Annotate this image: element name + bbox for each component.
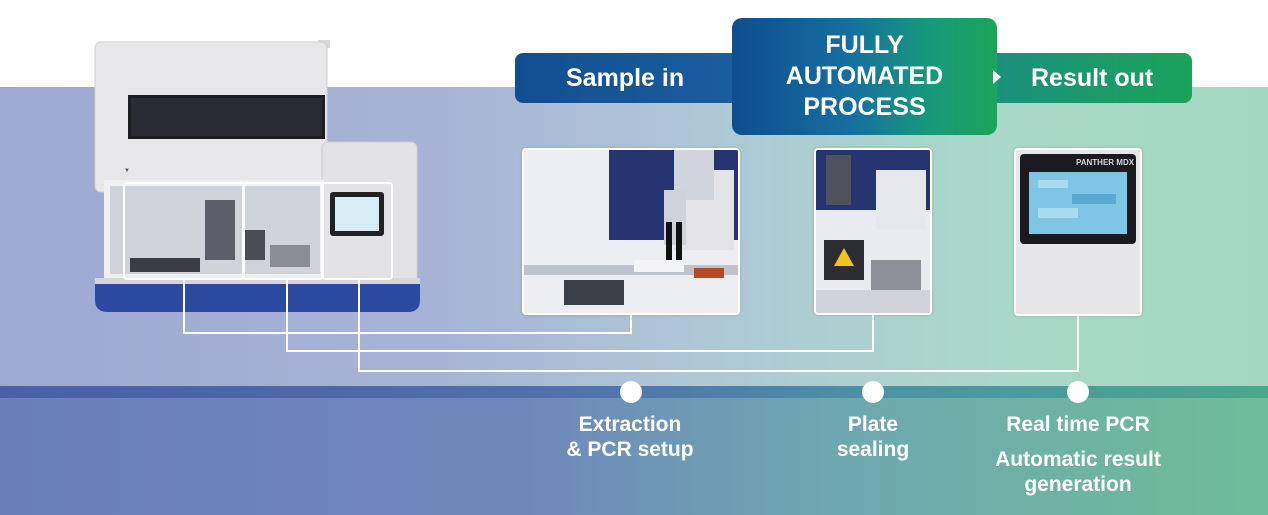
result-out-label: Result out — [1031, 64, 1154, 92]
stage-label-line: & PCR setup — [566, 438, 694, 461]
extraction-photo — [522, 148, 740, 315]
screen-brand: PANTHER MDX — [1076, 158, 1135, 167]
svg-text:▼: ▼ — [124, 168, 130, 174]
extraction-photo-image — [524, 150, 738, 313]
stage-label-line: generation — [1024, 473, 1132, 496]
stage-label-result: Automatic result generation — [968, 447, 1188, 497]
background-band-lower — [0, 398, 1268, 515]
timeline-dot-pcr — [1067, 381, 1089, 403]
stage-label-pcr: Real time PCR — [968, 412, 1188, 437]
pcr-screen-photo: PANTHER MDX — [1014, 148, 1142, 316]
stage-label-line: Real time PCR — [1006, 413, 1150, 436]
pcr-screen-image — [1016, 150, 1140, 314]
stage-label-line: Plate — [847, 413, 899, 436]
chevron-right-icon — [993, 70, 1001, 84]
stage-label-sealing: Plate sealing — [798, 412, 948, 462]
sealing-photo-image — [816, 150, 930, 313]
stage-label-line: Automatic result — [995, 448, 1161, 471]
sample-in-label: Sample in — [566, 64, 685, 92]
sealing-photo — [814, 148, 932, 315]
center-line-2: AUTOMATED — [785, 62, 944, 90]
timeline-dot-sealing — [862, 381, 884, 403]
stage-label-line: Extraction — [578, 413, 682, 436]
stage-label-line: sealing — [836, 438, 910, 461]
timeline-dot-extraction — [620, 381, 642, 403]
center-line-3: PROCESS — [803, 93, 926, 121]
stage-label-extraction: Extraction & PCR setup — [545, 412, 715, 462]
center-line-1: FULLY — [825, 31, 904, 59]
fully-automated-box: FULLY AUTOMATED PROCESS — [732, 18, 997, 135]
